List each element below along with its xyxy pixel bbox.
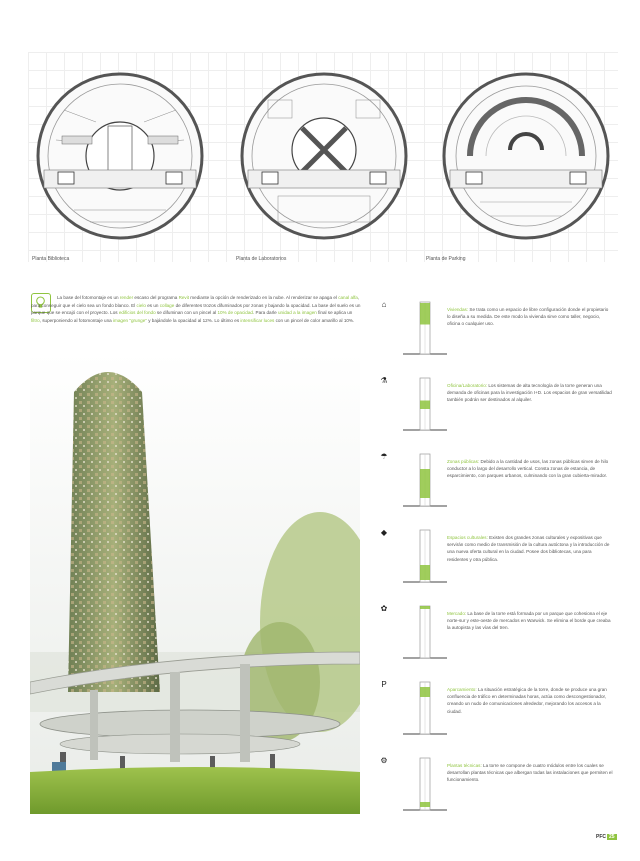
intro-highlight: 10% de opacidad	[217, 310, 253, 316]
tower-section-diagram	[401, 452, 449, 508]
plan-label-parking: Planta de Parking	[426, 256, 466, 262]
intro-highlight: intensificar luces	[240, 317, 275, 323]
plan-parking-drawing	[440, 70, 612, 242]
intro-text-run: , para conseguir que el cielo sea un fon…	[31, 295, 360, 308]
intro-paragraph: La base del fotomontaje es un render esc…	[31, 294, 361, 324]
brand-mark: PFC	[596, 834, 606, 840]
intro-text-run: es un	[145, 302, 160, 308]
program-title: Aparcamiento:	[447, 687, 477, 692]
intro-text-run: escaso del programa	[133, 295, 179, 300]
program-body: Existen dos grandes zonas culturales y e…	[447, 535, 610, 562]
program-item: ☂ Zonas públicas: Debido a la cantidad de…	[377, 452, 617, 512]
lab-icon: ⚗	[380, 376, 388, 385]
intro-text-run: de diferentes trozos difuminados por zon…	[31, 302, 361, 316]
tools-icon: ⚙	[380, 756, 388, 765]
program-title: Oficina/Laboratorio:	[447, 383, 488, 388]
program-item: ⚙ Plantas técnicas: La torre se compone d…	[377, 756, 617, 816]
program-item: P Aparcamiento: La situación estratégica …	[377, 680, 617, 740]
intro-highlight: unidad a la imagen	[278, 310, 317, 316]
intro-highlight: filtro	[31, 317, 40, 323]
plan-library-drawing	[34, 70, 206, 242]
market-icon: ✿	[380, 604, 388, 613]
intro-text-run: , superponiendo al fotomontaje una	[39, 317, 113, 323]
intro-text-run: y bajándole la opacidad al 12%. Lo últim…	[146, 317, 241, 323]
program-title: Viviendas:	[447, 307, 469, 312]
program-description: Zonas públicas: Debido a la cantidad de …	[447, 458, 613, 480]
plan-label-library: Planta Biblioteca	[32, 256, 70, 262]
lightbulb-icon	[31, 293, 51, 313]
intro-text-run: mediante la opción de renderizado en la …	[189, 295, 339, 300]
intro-text-run: final se aplica un	[316, 310, 353, 316]
program-item: ⚗ Oficina/Laboratorio: Los sistemas de al…	[377, 376, 617, 436]
tower-section-diagram	[401, 528, 449, 584]
intro-highlight: Revit	[178, 295, 190, 300]
intro-highlight: edificios del fondo	[118, 310, 156, 316]
intro-highlight: render	[119, 295, 134, 300]
program-body: Se trata como un espacio de libre config…	[447, 307, 609, 327]
plan-laboratories-drawing	[238, 70, 410, 242]
program-item: ⌂ Viviendas: Se trata como un espacio de …	[377, 300, 617, 360]
intro-text-run: La base del fotomontaje es un	[57, 295, 120, 300]
public-icon: ☂	[380, 452, 388, 461]
program-title: Plantas técnicas:	[447, 763, 482, 768]
intro-text-run: con un pincel de color amarillo al 10%.	[274, 317, 355, 323]
parking-icon: P	[381, 680, 387, 689]
floor-plans-grid	[28, 52, 618, 262]
plan-label-laboratories: Planta de Laboratorios	[236, 256, 287, 262]
house-icon: ⌂	[381, 300, 387, 309]
program-body: Los sistemas de alta tecnología de la to…	[447, 383, 612, 403]
intro-text-run: se difuminan con un pincel al	[155, 310, 218, 316]
tower-section-diagram	[401, 756, 449, 812]
program-body: Debido a la cantidad de usos, las zonas …	[447, 459, 609, 479]
intro-highlight: cielo	[136, 302, 146, 308]
program-description: Plantas técnicas: La torre se compone de…	[447, 762, 613, 784]
tower-section-diagram	[401, 680, 449, 736]
program-body: La base de la torre está formada por un …	[447, 611, 611, 631]
tower-render-image	[30, 352, 360, 814]
culture-icon: ◆	[380, 528, 388, 537]
page-number: 25	[607, 834, 617, 840]
program-description: Espacios culturales: Existen dos grandes…	[447, 534, 613, 563]
intro-highlight: imagen "grunge"	[113, 317, 147, 323]
intro-highlight: collage	[159, 302, 175, 308]
program-description: Mercado: La base de la torre está formad…	[447, 610, 613, 632]
intro-highlight: canal alfa	[338, 295, 358, 300]
intro-text-run: . Para darle	[252, 310, 278, 316]
tower-section-diagram	[401, 376, 449, 432]
program-title: Zonas públicas:	[447, 459, 480, 464]
program-title: Mercado:	[447, 611, 467, 616]
tower-section-diagram	[401, 604, 449, 660]
program-body: La situación estratégica de la torre, do…	[447, 687, 607, 714]
program-description: Oficina/Laboratorio: Los sistemas de alt…	[447, 382, 613, 404]
program-title: Espacios culturales:	[447, 535, 488, 540]
program-item: ✿ Mercado: La base de la torre está forma…	[377, 604, 617, 664]
program-body: La torre se compone de cuatro módulos en…	[447, 763, 613, 783]
program-description: Aparcamiento: La situación estratégica d…	[447, 686, 613, 715]
program-description: Viviendas: Se trata como un espacio de l…	[447, 306, 613, 328]
program-item: ◆ Espacios culturales: Existen dos grande…	[377, 528, 617, 588]
tower-section-diagram	[401, 300, 449, 356]
